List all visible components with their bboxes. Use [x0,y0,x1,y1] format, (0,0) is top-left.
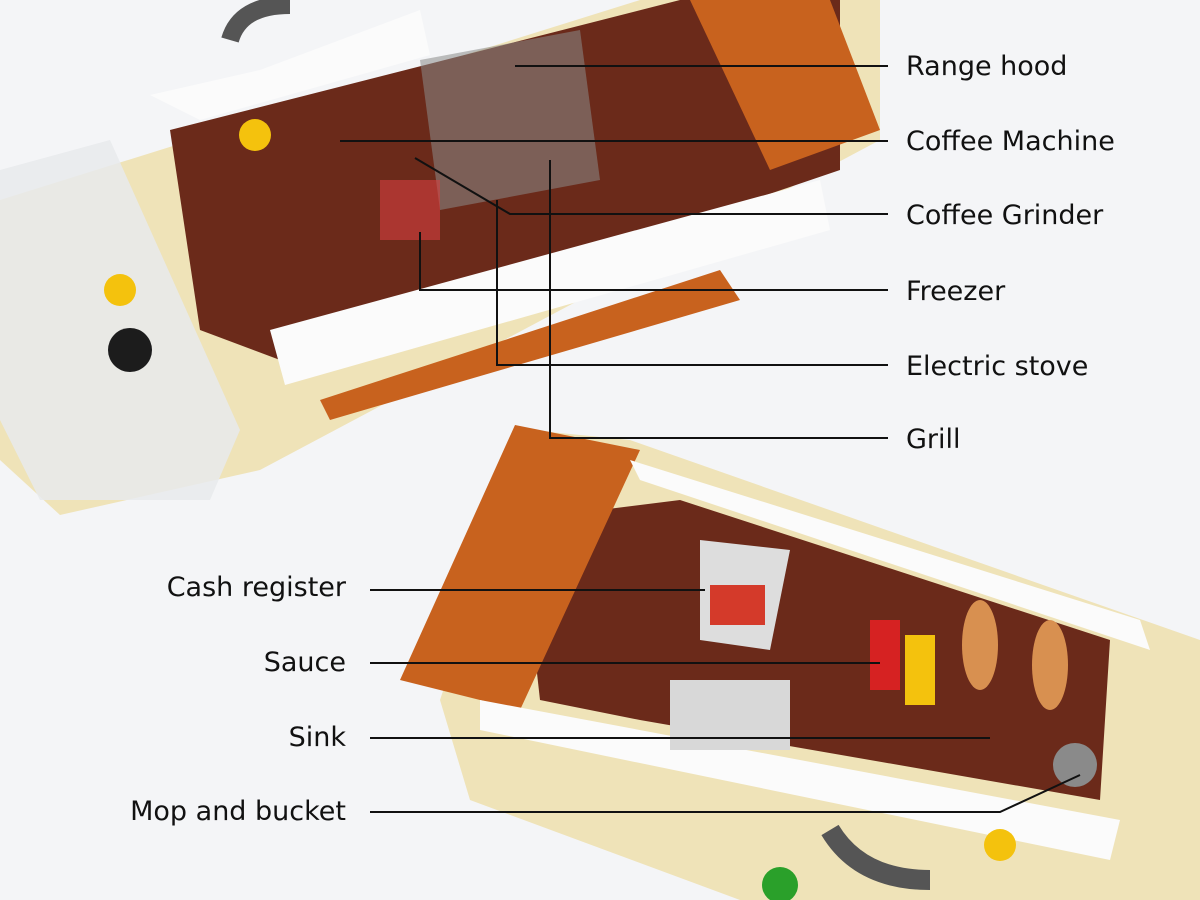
label-freezer: Freezer [906,276,1006,307]
label-coffee-grinder: Coffee Grinder [906,200,1104,231]
leader-electric-stove [496,200,888,366]
label-mop-and-bucket: Mop and bucket [130,796,346,827]
leader-freezer [419,232,888,291]
label-electric-stove: Electric stove [906,351,1089,382]
label-range-hood: Range hood [906,51,1068,82]
leader-mop [370,774,1081,813]
label-sauce: Sauce [263,647,346,678]
leader-grill [549,160,888,439]
leader-coffee-grinder [414,157,888,215]
label-sink: Sink [288,722,346,753]
top-truck-model [0,0,880,515]
label-coffee-machine: Coffee Machine [906,126,1115,157]
leader-lines [340,65,1081,813]
label-cash-register: Cash register [166,572,346,603]
label-grill: Grill [906,424,961,455]
